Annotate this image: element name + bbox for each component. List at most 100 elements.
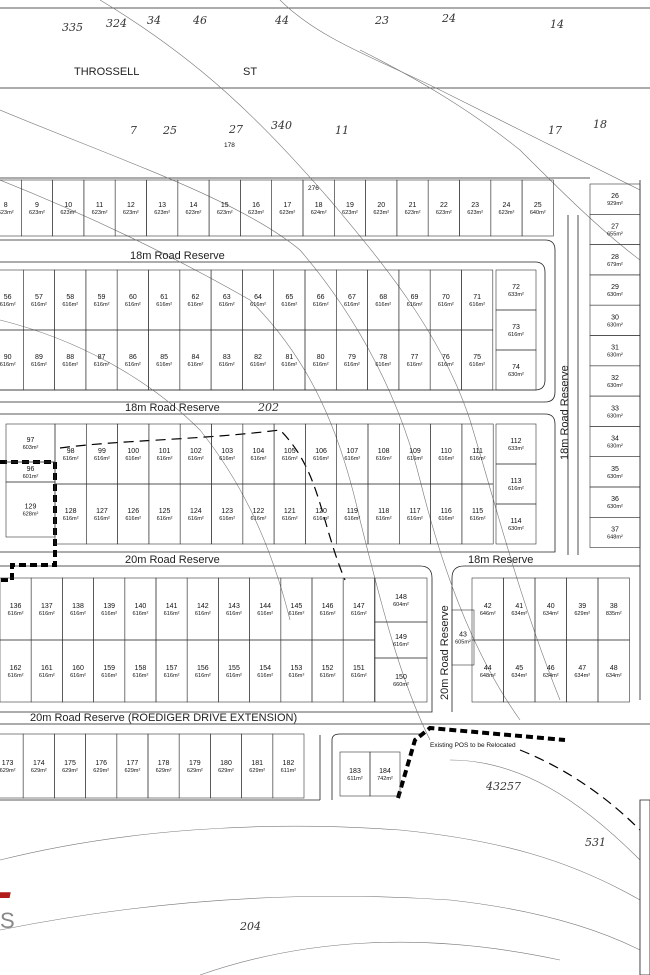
lot-number: 119 xyxy=(347,508,358,515)
lot-area: 616m² xyxy=(407,362,423,368)
road-reserve-label: 18m Reserve xyxy=(468,554,533,566)
lot-area: 616m² xyxy=(313,516,329,522)
lot-area: 634m² xyxy=(511,673,527,679)
lot-area: 603m² xyxy=(23,445,39,451)
lot-number: 61 xyxy=(160,294,168,301)
lot-number: 69 xyxy=(411,294,419,301)
lot-boundary xyxy=(495,349,537,391)
lot-area: 629m² xyxy=(187,768,203,774)
lot-number: 79 xyxy=(348,354,356,361)
lot-area: 616m² xyxy=(188,362,204,368)
lot-area: 660m² xyxy=(393,682,409,688)
lot-area: 630m² xyxy=(508,526,524,532)
lot-number: 175 xyxy=(64,760,76,767)
lot-number: 77 xyxy=(411,354,419,361)
lot-area: 616m² xyxy=(393,642,409,648)
lot-area: 835m² xyxy=(606,611,622,617)
lot-boundary xyxy=(272,733,305,799)
lot-area: 630m² xyxy=(607,322,623,328)
lot-area: 629m² xyxy=(93,768,109,774)
lot-area: 634m² xyxy=(543,611,559,617)
lot-number: 27 xyxy=(611,223,619,230)
lot-area: 623m² xyxy=(436,210,452,216)
contour-label: 202 xyxy=(257,401,279,414)
lot-number: 143 xyxy=(228,603,240,610)
lot-number: 139 xyxy=(103,603,115,610)
lot-area: 616m² xyxy=(320,673,336,679)
lot-area: 616m² xyxy=(407,456,423,462)
lot-area: 679m² xyxy=(607,262,623,268)
lot-number: 145 xyxy=(291,603,303,610)
lot-area: 616m² xyxy=(94,362,110,368)
lot-number: 46 xyxy=(547,665,555,672)
lot-number: 173 xyxy=(2,760,14,767)
lot-number: 24 xyxy=(503,202,511,209)
lot-area: 629m² xyxy=(156,768,172,774)
lot-number: 96 xyxy=(27,466,35,473)
lot-number: 110 xyxy=(441,448,452,455)
lot-number: 10 xyxy=(64,202,72,209)
lot-number: 72 xyxy=(512,284,520,291)
lot-number: 180 xyxy=(220,760,232,767)
lot-area: 623m² xyxy=(405,210,421,216)
north-lot-label: 18 xyxy=(593,118,607,131)
lot-area: 616m² xyxy=(195,611,211,617)
lot-area: 929m² xyxy=(607,201,623,207)
lot-number: 183 xyxy=(349,768,361,775)
lot-number: 37 xyxy=(611,526,619,533)
lot-number: 179 xyxy=(189,760,201,767)
lot-area: 616m² xyxy=(470,456,486,462)
lot-number: 87 xyxy=(98,354,106,361)
lot-area: 616m² xyxy=(195,673,211,679)
lot-area: 611m² xyxy=(281,768,297,774)
lot-area: 616m² xyxy=(376,456,392,462)
lot-number: 80 xyxy=(317,354,325,361)
contour-label: 531 xyxy=(585,836,606,849)
lot-number: 45 xyxy=(515,665,523,672)
lot-number: 32 xyxy=(611,375,619,382)
lot-area: 616m² xyxy=(0,362,16,368)
lot-number: 103 xyxy=(221,448,233,455)
lot-number: 181 xyxy=(251,760,263,767)
lot-area: 629m² xyxy=(218,768,234,774)
lot-boundary xyxy=(369,751,401,797)
lot-boundary xyxy=(521,179,554,237)
lot-number: 112 xyxy=(510,438,521,445)
lot-number: 25 xyxy=(534,202,542,209)
lot-area: 616m² xyxy=(251,456,267,462)
lot-number: 75 xyxy=(473,354,481,361)
lot-number: 47 xyxy=(578,665,586,672)
lot: 8623m² xyxy=(0,179,22,237)
lot-number: 115 xyxy=(472,508,483,515)
lot-area: 616m² xyxy=(344,456,360,462)
lot-area: 634m² xyxy=(606,673,622,679)
lot-number: 17 xyxy=(283,202,291,209)
lot-area: 623m² xyxy=(499,210,515,216)
lot-area: 616m² xyxy=(188,516,204,522)
